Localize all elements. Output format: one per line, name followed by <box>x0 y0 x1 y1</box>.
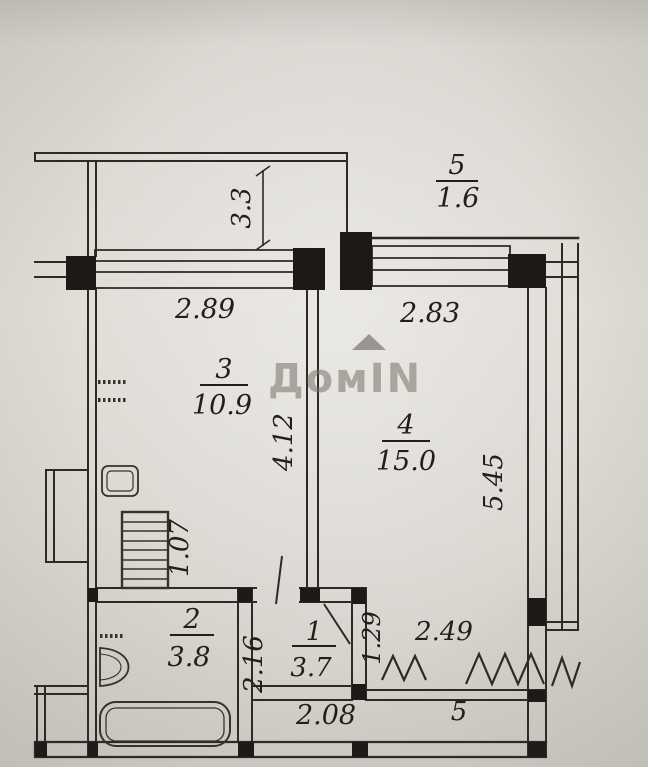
loggia-bottom-number: 5 <box>451 697 468 727</box>
room4-number: 4 <box>396 410 414 441</box>
top-slab-edge <box>34 152 348 162</box>
window-left <box>94 249 308 289</box>
pier <box>300 588 320 602</box>
dim-window-right: 2.83 <box>399 298 460 329</box>
bathroom-wall <box>237 587 253 743</box>
pier <box>238 588 252 602</box>
left-wall <box>87 287 97 758</box>
watermark-text: ДомIN <box>268 356 422 402</box>
wall-piers <box>35 232 546 757</box>
bathtub <box>99 701 231 747</box>
pier <box>508 254 546 288</box>
doors <box>275 555 351 645</box>
balcony5-area: 1.6 <box>437 183 480 214</box>
dim-balcony-depth: 3.3 <box>227 187 257 228</box>
zigzag-symbol <box>381 653 427 683</box>
room2-number: 2 <box>182 604 200 635</box>
pier <box>66 256 96 290</box>
room4-area: 15.0 <box>376 446 436 477</box>
dim-room2-depth: 2.16 <box>239 635 269 694</box>
pier <box>528 690 546 702</box>
sink-inner <box>99 653 122 681</box>
pier <box>88 742 98 757</box>
watermark-house-icon <box>352 334 386 350</box>
bottom-left-step <box>34 685 89 743</box>
zigzag-symbol <box>550 654 582 690</box>
cabinet-rungs <box>122 521 168 580</box>
pier <box>35 742 47 757</box>
right-wall <box>527 287 547 758</box>
watermark: ДомIN <box>268 334 422 402</box>
pier <box>238 742 254 757</box>
fraction-bars <box>170 180 478 647</box>
pier <box>293 248 325 290</box>
dim-room3-depth: 4.12 <box>269 413 299 472</box>
party-wall-right <box>545 243 579 631</box>
pier <box>352 742 368 757</box>
room3-number: 3 <box>215 354 232 385</box>
left-niche <box>45 469 89 563</box>
room3-area: 10.9 <box>192 390 252 421</box>
fixtures <box>98 380 231 747</box>
loggia-inner-edge <box>365 689 547 701</box>
dim-closet-width: 1.07 <box>165 519 195 577</box>
bottom-wall <box>33 740 548 759</box>
dim-hall-depth: 1.29 <box>358 611 386 664</box>
dim-window-left: 2.89 <box>174 294 235 325</box>
fixture-box <box>101 465 139 497</box>
pier <box>352 684 366 700</box>
zigzag-symbol <box>464 651 546 687</box>
middle-wall <box>306 287 319 603</box>
door-leaf-hall <box>323 603 351 645</box>
room2-area: 3.8 <box>168 642 211 673</box>
labels: 5 1.6 3.3 2.89 2.83 3 10.9 4.12 4 15.0 5… <box>165 150 509 731</box>
dim-loggia-width: 2.49 <box>414 617 473 647</box>
room1-area: 3.7 <box>290 653 332 683</box>
balcony5-number: 5 <box>448 150 465 181</box>
pier <box>88 588 98 602</box>
south-wall-rooms <box>95 587 367 603</box>
hall-bottom-wall <box>251 685 353 701</box>
fixture-box-inner <box>106 470 134 492</box>
right-wall-continuation <box>545 261 579 278</box>
hatched-cabinet <box>120 510 170 590</box>
sink <box>99 647 130 687</box>
dim-room4-depth: 5.45 <box>479 453 509 511</box>
dim-ticks <box>255 165 271 251</box>
pier <box>528 742 546 757</box>
left-wall-continuation <box>34 261 67 278</box>
outer-walls <box>33 152 580 759</box>
pier <box>352 588 366 604</box>
vent-stamp <box>98 380 128 402</box>
zigzag-symbols <box>381 651 582 690</box>
dim-hall-width: 2.08 <box>295 700 356 731</box>
door-leaf-room3 <box>275 555 283 605</box>
dimension-line-balcony <box>255 165 271 251</box>
pier <box>340 232 372 290</box>
hall-wall <box>351 587 367 701</box>
bathtub-inner <box>105 707 225 742</box>
pier <box>528 598 546 626</box>
window-right <box>371 245 511 287</box>
left-wall-upper <box>87 160 97 257</box>
room1-number: 1 <box>306 617 323 647</box>
